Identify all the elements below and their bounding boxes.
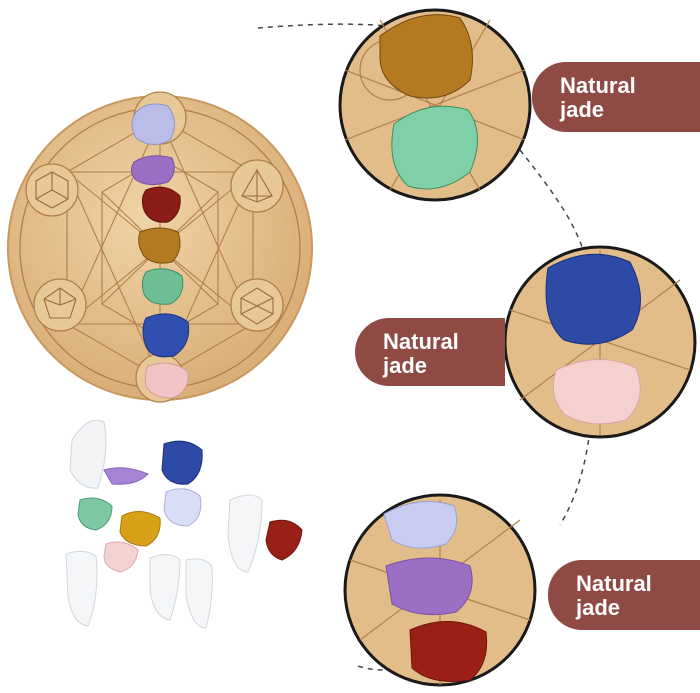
zoom-circle-top — [338, 8, 532, 202]
wooden-grid-board — [7, 91, 313, 403]
label-line-2: jade — [576, 595, 621, 620]
label-line-1: Natural — [576, 571, 652, 596]
label-line-1: Natural — [383, 329, 459, 354]
dashed-connector-arc — [257, 23, 591, 671]
zoom-circle-bottom — [343, 493, 537, 687]
label-line-1: Natural — [560, 73, 636, 98]
label-line-2: jade — [383, 353, 428, 378]
chakra-stones-column — [130, 103, 190, 399]
loose-stones — [65, 419, 303, 629]
natural-jade-label: Natural jade — [548, 560, 700, 630]
natural-jade-label: Natural jade — [532, 62, 700, 132]
label-line-2: jade — [560, 97, 605, 122]
natural-jade-label: Natural jade — [355, 318, 505, 386]
zoom-circle-middle — [503, 245, 697, 439]
